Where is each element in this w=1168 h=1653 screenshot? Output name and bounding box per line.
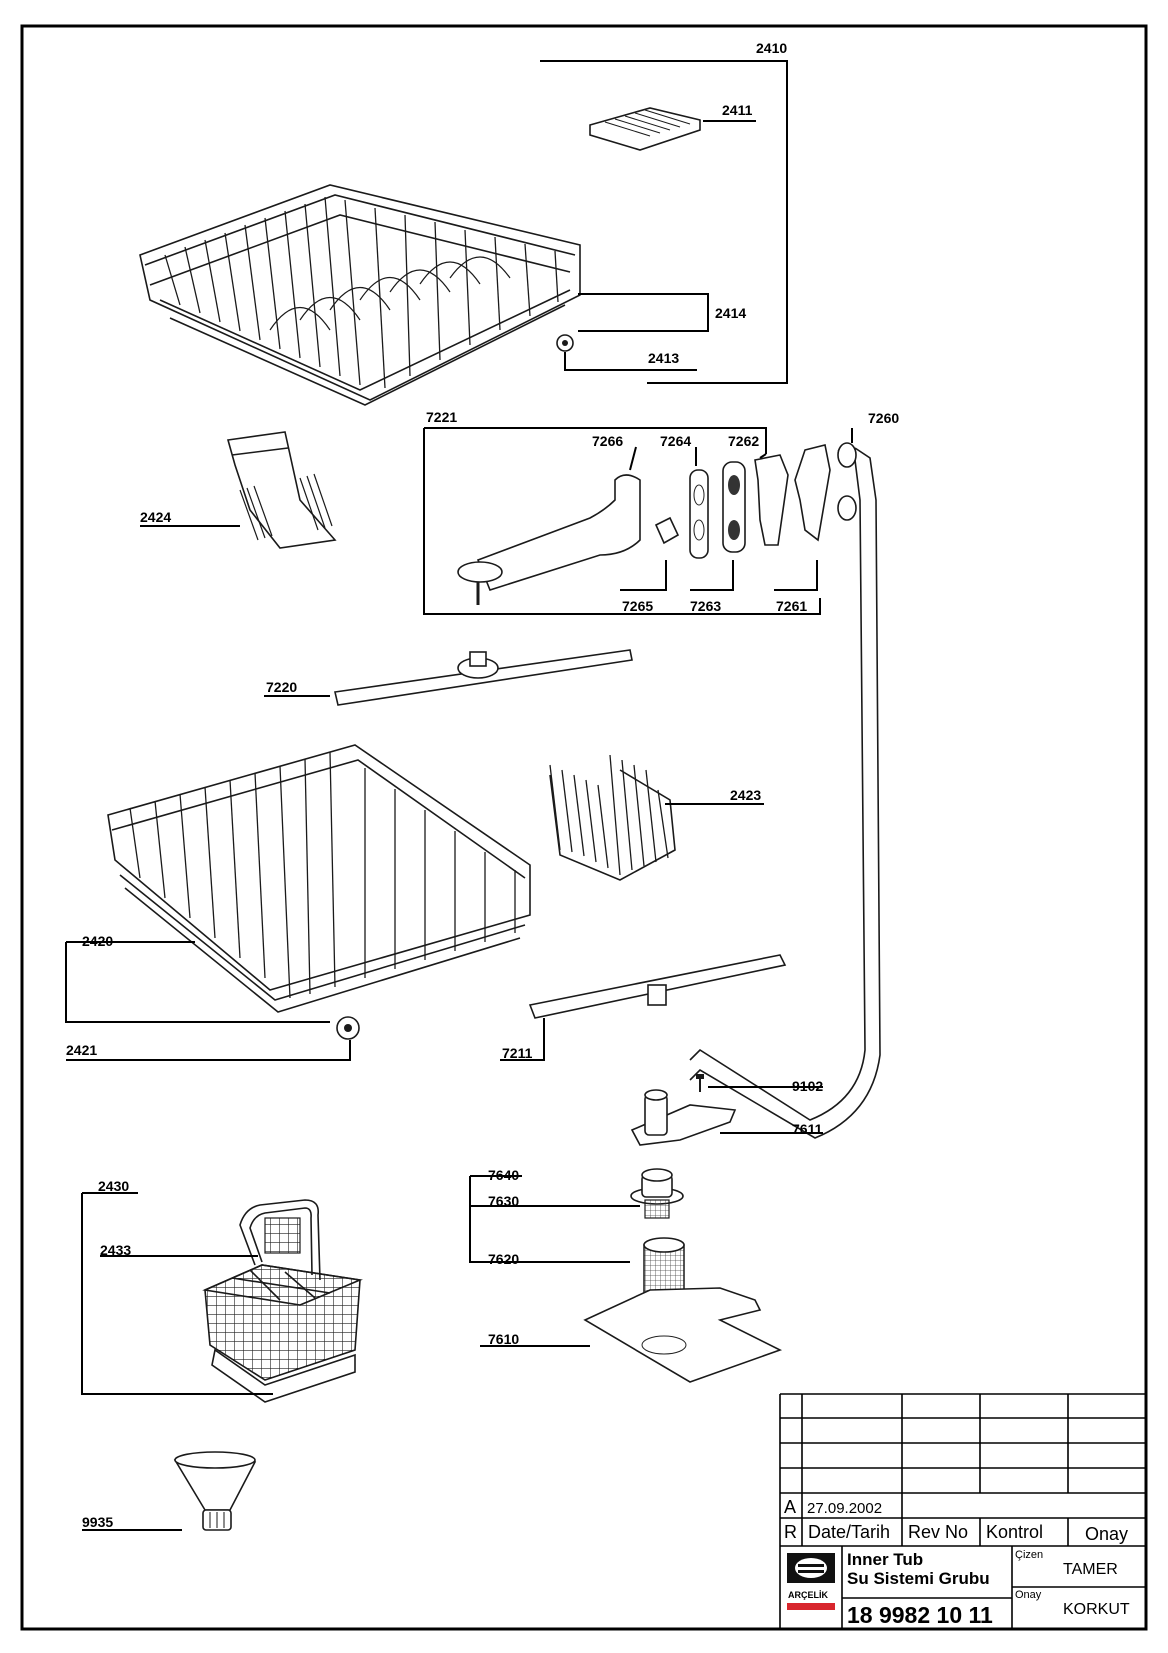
part-number-2414: 2414 <box>715 305 746 321</box>
upper-spray-tube-drawing <box>457 474 641 605</box>
drawing-number: 18 9982 10 11 <box>847 1602 993 1628</box>
clamp-drawing <box>754 454 789 546</box>
part-number-2430: 2430 <box>98 1178 129 1194</box>
part-number-labels: 2410 2411 2414 2413 7221 7266 7264 7262 … <box>66 40 899 1530</box>
title-block: A 27.09.2002 R Date/Tarih Rev No Kontrol… <box>779 1393 1146 1629</box>
lower-spray-arm-drawing <box>528 954 787 1019</box>
knife-rack-drawing <box>226 431 337 549</box>
cutlery-basket-handle-drawing <box>239 1199 321 1281</box>
plate-rack-insert-drawing <box>549 754 676 881</box>
onay-label: Onay <box>1015 1589 1042 1601</box>
cizen-value: TAMER <box>1063 1561 1118 1578</box>
part-number-7221: 7221 <box>426 409 457 425</box>
header-rev-no: Rev No <box>908 1522 968 1542</box>
header-kontrol: Kontrol <box>986 1522 1043 1542</box>
header-date: Date/Tarih <box>808 1522 890 1542</box>
salt-funnel-drawing <box>173 1451 257 1531</box>
part-number-2433: 2433 <box>100 1242 131 1258</box>
upper-basket-drawing <box>139 184 581 406</box>
onay-value: KORKUT <box>1063 1601 1130 1618</box>
part-number-9935: 9935 <box>82 1514 113 1530</box>
part-number-7630: 7630 <box>488 1193 519 1209</box>
header-onay: Onay <box>1085 1524 1128 1544</box>
part-number-2423: 2423 <box>730 787 761 803</box>
cizen-label: Çizen <box>1015 1549 1043 1561</box>
part-number-7260: 7260 <box>868 410 899 426</box>
header-r: R <box>784 1522 797 1542</box>
part-number-7263: 7263 <box>690 598 721 614</box>
drawing-frame <box>20 24 1148 1631</box>
cup-shelf-drawing <box>589 107 701 151</box>
part-number-7610: 7610 <box>488 1331 519 1347</box>
part-number-2411: 2411 <box>722 102 753 118</box>
arcelik-logo: ARÇELİK <box>787 1553 835 1610</box>
gasket-drawing <box>722 461 746 553</box>
middle-spray-arm-drawing <box>334 649 633 706</box>
upper-basket-wheel-drawing <box>556 334 574 352</box>
nozzle-clip-drawing <box>654 516 680 545</box>
supply-pipe-drawing <box>689 442 881 1139</box>
brand-name: ARÇELİK <box>788 1590 828 1600</box>
part-number-2424: 2424 <box>140 509 171 525</box>
lower-basket-wheel-drawing <box>336 1016 360 1040</box>
cutlery-basket-drawing <box>202 1264 363 1403</box>
part-number-7640: 7640 <box>488 1167 519 1183</box>
lower-basket-drawing <box>107 744 531 1013</box>
part-number-2421: 2421 <box>66 1042 97 1058</box>
spray-arm-hub-drawing <box>630 1089 737 1146</box>
part-number-7264: 7264 <box>660 433 691 449</box>
part-number-7220: 7220 <box>266 679 297 695</box>
filter-cap-drawing <box>630 1168 684 1219</box>
part-number-2420: 2420 <box>82 933 113 949</box>
part-number-7611: 7611 <box>792 1121 823 1137</box>
part-number-7266: 7266 <box>592 433 623 449</box>
part-number-2410: 2410 <box>756 40 787 56</box>
part-number-7620: 7620 <box>488 1251 519 1267</box>
part-number-2413: 2413 <box>648 350 679 366</box>
revision-date: 27.09.2002 <box>807 1500 882 1517</box>
title-line-2: Su Sistemi Grubu <box>847 1569 990 1588</box>
part-number-7262: 7262 <box>728 433 759 449</box>
connector-drawing <box>794 444 831 542</box>
part-number-9102: 9102 <box>792 1078 823 1094</box>
part-number-7261: 7261 <box>776 598 807 614</box>
screw-drawing <box>696 1074 704 1092</box>
revision-letter: A <box>784 1497 796 1517</box>
part-number-7265: 7265 <box>622 598 653 614</box>
filter-plate-drawing <box>583 1287 783 1383</box>
leader-lines <box>65 60 853 1531</box>
title-line-1: Inner Tub <box>847 1550 923 1569</box>
part-number-7211: 7211 <box>502 1045 533 1061</box>
upper-seal-drawing <box>689 469 709 559</box>
